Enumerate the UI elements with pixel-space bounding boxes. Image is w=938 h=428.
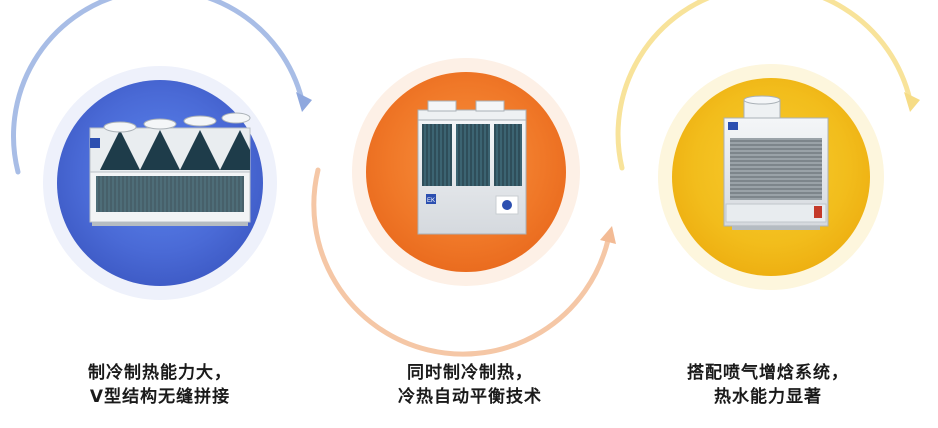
feature-2-line-1: 同时制冷制热， [407, 363, 533, 383]
feature-3-line-1: 搭配喷气增焓系统， [687, 363, 849, 383]
flow-arc-1 [11, 0, 305, 175]
unit-badge-2: EK [427, 198, 435, 204]
flow-arc-3 [615, 0, 913, 171]
feature-1 [11, 0, 312, 300]
feature-1-caption: 制冷制热能力大， V型结构无缝拼接 [40, 361, 280, 409]
feature-2-line-2: 冷热自动平衡技术 [398, 387, 542, 407]
modular-unit-icon: EK [417, 100, 527, 235]
feature-3 [615, 0, 920, 290]
arrow-head-2 [600, 226, 616, 244]
heat-pump-unit-icon [723, 95, 829, 230]
feature-2: EK [311, 58, 616, 357]
feature-1-line-1: 制冷制热能力大， [88, 363, 232, 383]
feature-2-caption: 同时制冷制热， 冷热自动平衡技术 [350, 361, 590, 409]
flow-arc-2 [311, 167, 611, 357]
feature-1-line-2: V型结构无缝拼接 [89, 387, 231, 407]
arrow-head-3 [904, 92, 920, 112]
feature-3-line-2: 热水能力显著 [714, 387, 822, 407]
chiller-unit-icon [89, 112, 251, 226]
arrow-head-1 [296, 92, 312, 112]
feature-3-caption: 搭配喷气增焓系统， 热水能力显著 [648, 361, 888, 409]
